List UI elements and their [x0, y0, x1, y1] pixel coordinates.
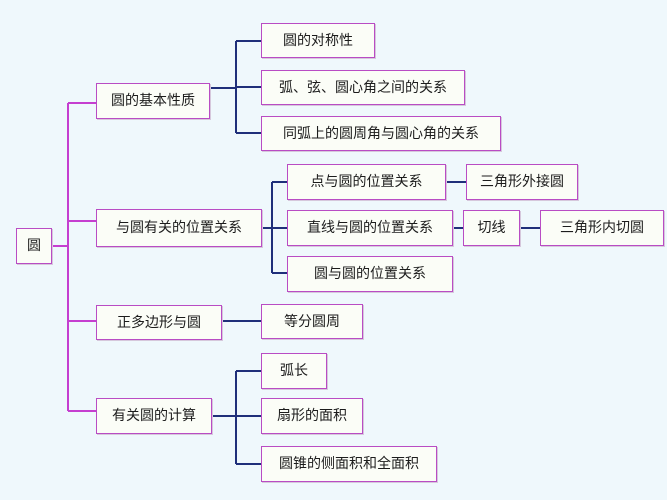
node-circumcircle: 三角形外接圆 [466, 164, 578, 200]
node-arc-length: 弧长 [261, 353, 327, 389]
node-point-circle: 点与圆的位置关系 [287, 164, 446, 200]
node-cone-area: 圆锥的侧面积和全面积 [261, 446, 437, 482]
node-sector-area: 扇形的面积 [261, 398, 363, 434]
branch-connectors [210, 40, 540, 465]
branch-basic-properties: 圆的基本性质 [96, 83, 210, 119]
root-node: 圆 [16, 228, 52, 264]
node-arc-chord-angle: 弧、弦、圆心角之间的关系 [261, 70, 465, 105]
root-connectors [52, 102, 96, 412]
node-inscribed-central-angle: 同弧上的圆周角与圆心角的关系 [261, 116, 501, 151]
node-tangent: 切线 [463, 210, 520, 246]
branch-calculations: 有关圆的计算 [96, 398, 212, 434]
branch-position-relations: 与圆有关的位置关系 [96, 209, 262, 247]
node-circle-circle: 圆与圆的位置关系 [287, 256, 453, 292]
branch-regular-polygon: 正多边形与圆 [96, 305, 222, 340]
node-incircle: 三角形内切圆 [540, 210, 664, 246]
node-symmetry: 圆的对称性 [261, 23, 375, 58]
node-line-circle: 直线与圆的位置关系 [287, 210, 453, 246]
node-equal-division: 等分圆周 [261, 304, 363, 339]
